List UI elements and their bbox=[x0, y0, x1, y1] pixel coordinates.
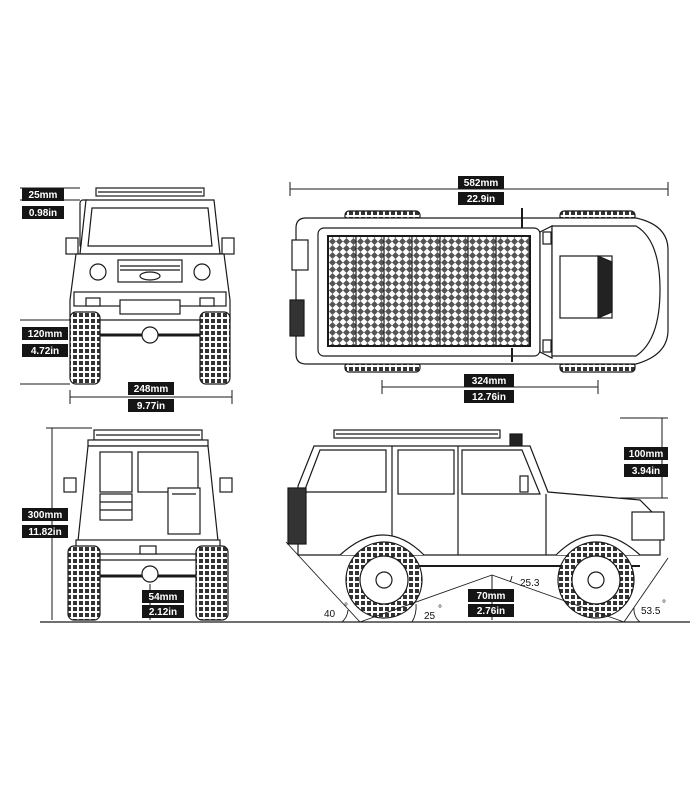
angle-labels: 40 ° 25 ° 25.3 53.5 ° bbox=[324, 578, 666, 622]
wheelbase-mm: 324mm bbox=[472, 376, 507, 387]
length-in: 22.9in bbox=[467, 194, 495, 205]
roof-height-mm: 25mm bbox=[29, 190, 58, 201]
roof-height-in: 0.98in bbox=[29, 208, 57, 219]
svg-text:°: ° bbox=[344, 602, 348, 613]
label-wheelbase: 324mm 12.76in bbox=[464, 374, 514, 403]
side-view bbox=[287, 429, 665, 619]
breakover-angle-right: 25.3 bbox=[520, 578, 540, 589]
rack-height-mm: 100mm bbox=[629, 449, 664, 460]
ground-clearance-mm: 120mm bbox=[28, 329, 63, 340]
ground-clearance-in: 4.72in bbox=[31, 346, 59, 357]
svg-text:°: ° bbox=[662, 599, 666, 610]
label-height: 300mm 11.82in bbox=[22, 508, 68, 538]
width-in: 9.77in bbox=[137, 401, 165, 412]
angle-lines bbox=[285, 541, 669, 623]
approach-angle: 40 bbox=[324, 609, 336, 620]
label-ground-clearance: 120mm 4.72in bbox=[22, 327, 68, 357]
label-axle-clearance: 54mm 2.12in bbox=[142, 590, 184, 618]
label-rack-height: 100mm 3.94in bbox=[624, 447, 668, 477]
label-length: 582mm 22.9in bbox=[458, 176, 504, 205]
front-view bbox=[65, 187, 235, 385]
label-width: 248mm 9.77in bbox=[128, 382, 174, 412]
length-mm: 582mm bbox=[464, 178, 499, 189]
svg-text:°: ° bbox=[438, 604, 442, 615]
breakover-clearance-in: 2.76in bbox=[477, 606, 505, 617]
width-mm: 248mm bbox=[134, 384, 169, 395]
axle-clearance-in: 2.12in bbox=[149, 607, 177, 618]
label-breakover-clearance: 70mm 2.76in bbox=[468, 589, 514, 617]
wheelbase-in: 12.76in bbox=[472, 392, 506, 403]
top-view bbox=[289, 208, 669, 373]
height-mm: 300mm bbox=[28, 510, 63, 521]
height-in: 11.82in bbox=[28, 527, 61, 538]
axle-clearance-mm: 54mm bbox=[149, 592, 178, 603]
breakover-clearance-mm: 70mm bbox=[477, 591, 506, 602]
rack-height-in: 3.94in bbox=[632, 466, 660, 477]
departure-angle: 53.5 bbox=[641, 606, 661, 617]
dimension-labels: 25mm 0.98in 120mm 4.72in 248mm 9.77in 58… bbox=[22, 176, 668, 618]
breakover-angle-left: 25 bbox=[424, 611, 436, 622]
label-roof-height: 25mm 0.98in bbox=[22, 188, 64, 219]
rear-view bbox=[63, 429, 233, 621]
